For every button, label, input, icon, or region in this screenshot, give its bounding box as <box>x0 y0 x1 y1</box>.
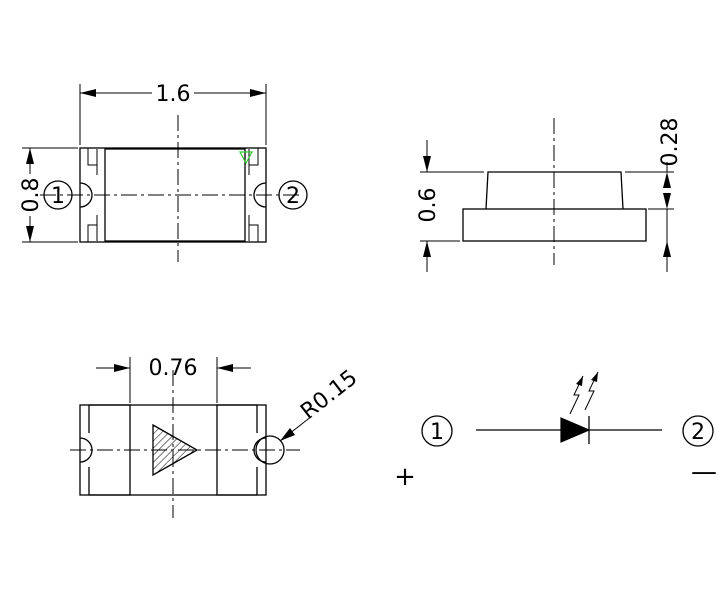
schematic: 1 2 + — <box>394 371 717 492</box>
radius-leader-arrow <box>280 428 295 441</box>
height-dimension-label: 0.8 <box>19 178 44 213</box>
top-view-left-pad-outline <box>87 148 98 242</box>
dome-height-arrow-bottom <box>663 193 671 209</box>
total-height-arrow-bottom <box>423 241 431 257</box>
height-arrow-top <box>26 148 34 164</box>
top-view: 1 2 1.6 0.8 <box>19 82 308 262</box>
cathode-sign: — <box>691 457 717 487</box>
dome-height-arrow-top <box>663 172 671 188</box>
total-height-label: 0.6 <box>416 188 441 223</box>
light-emission-icon <box>569 371 599 415</box>
side-view: 0.6 0.28 <box>416 118 683 272</box>
diode-symbol-triangle <box>560 417 591 443</box>
polarity-mark <box>238 151 254 165</box>
width-dimension-label: 1.6 <box>156 82 191 107</box>
anode-sign: + <box>394 462 416 492</box>
bottom-view: 0.76 R0.15 <box>70 356 362 518</box>
dome-height-label: 0.28 <box>658 118 683 167</box>
top-view-right-pad-outline <box>248 148 259 242</box>
width-arrow-right <box>250 89 266 97</box>
radius-dimension-label: R0.15 <box>296 365 362 424</box>
total-height-arrow-top <box>423 156 431 172</box>
schematic-terminal-2-label: 2 <box>691 420 705 445</box>
gap-dimension-label: 0.76 <box>149 356 198 381</box>
width-arrow-left <box>80 89 96 97</box>
dome-height-arrow-lower <box>663 241 671 257</box>
gap-arrow-left <box>114 364 130 372</box>
top-view-left-notch <box>79 182 93 208</box>
pad-1-label: 1 <box>51 184 65 209</box>
schematic-terminal-1-marker <box>421 415 453 447</box>
pad-1-marker <box>43 180 73 210</box>
schematic-terminal-2-marker <box>682 415 714 447</box>
gap-arrow-right <box>217 364 233 372</box>
schematic-terminal-1-label: 1 <box>430 420 444 445</box>
top-view-right-notch <box>253 182 267 208</box>
pad-2-marker <box>278 180 308 210</box>
pad-2-label: 2 <box>286 184 300 209</box>
radius-detail-circle <box>255 435 285 465</box>
height-arrow-bottom <box>26 226 34 242</box>
